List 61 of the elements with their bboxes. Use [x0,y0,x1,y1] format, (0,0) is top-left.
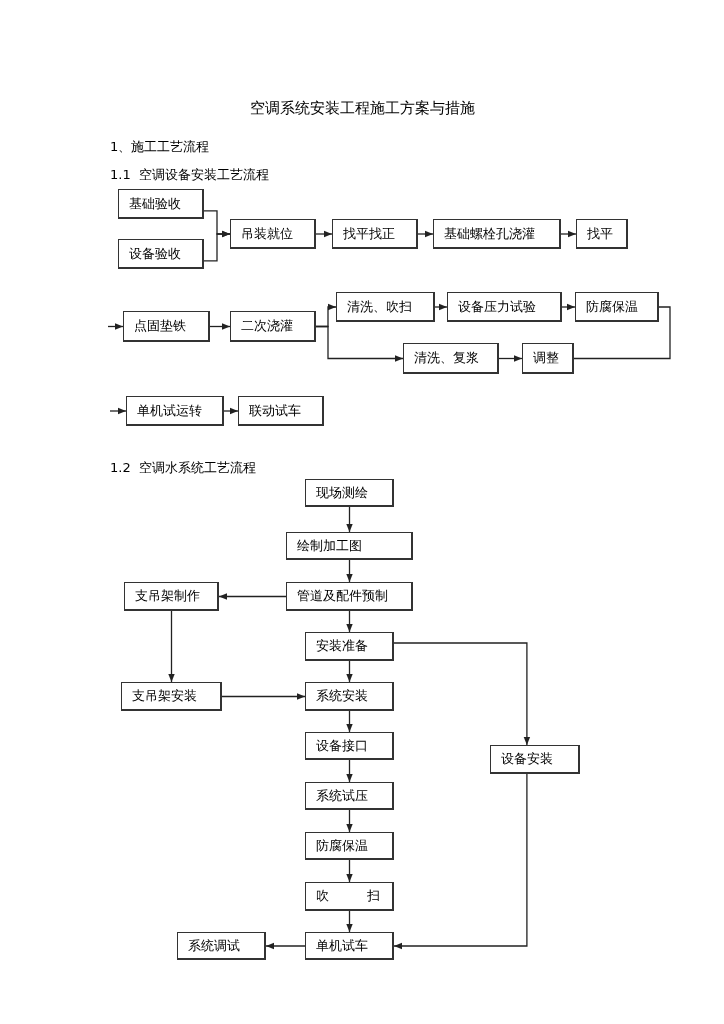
arrow [393,773,528,950]
process-box: 联动试车 [238,396,324,426]
process-box: 绘制加工图 [286,532,413,560]
process-box: 点固垫铁 [123,311,210,342]
connector-line [573,306,671,360]
process-box: 二次浇灌 [230,311,316,342]
process-box: 支吊架制作 [124,582,219,611]
process-box: 防腐保温 [305,832,394,860]
process-box: 清洗、复浆 [403,343,499,374]
process-box: 支吊架安装 [121,682,222,711]
process-box: 设备安装 [490,745,580,774]
arrow [393,642,531,746]
arrow [346,559,353,583]
process-box: 系统安装 [305,682,394,711]
section-heading: 1.1 空调设备安装工艺流程 [110,166,269,184]
arrow [346,809,353,833]
arrow [107,323,124,330]
process-box: 系统试压 [305,782,394,810]
arrow [315,230,333,238]
process-box: 调整 [522,343,574,374]
arrow [346,660,353,683]
arrow [346,759,353,783]
process-box: 基础螺栓孔浇灌 [433,219,561,249]
arrow [346,910,353,933]
arrow [560,230,577,238]
process-box: 系统调试 [177,932,266,960]
process-box: 设备接口 [305,732,394,760]
process-box: 防腐保温 [575,292,659,322]
arrow [498,355,523,362]
arrow [346,710,353,733]
process-box: 吊装就位 [230,219,316,249]
arrow [346,506,353,533]
process-box: 设备压力试验 [447,292,562,322]
arrow [346,610,353,633]
arrow [218,593,287,600]
arrow [221,693,306,700]
arrow [346,859,353,883]
process-box: 清洗、吹扫 [336,292,435,322]
arrow [417,230,434,238]
arrow [315,325,404,362]
process-box: 安装准备 [305,632,394,661]
arrow [203,230,231,262]
arrow [434,303,448,311]
process-box: 设备验收 [118,239,204,269]
process-box: 管道及配件预制 [286,582,413,611]
arrow [209,323,231,330]
process-box: 单机试车 [305,932,394,960]
arrow [265,942,306,950]
arrow [168,610,175,683]
section-heading: 1.2 空调水系统工艺流程 [110,459,256,477]
process-box: 单机试运转 [126,396,224,426]
process-box: 现场测绘 [305,479,394,507]
process-box: 吹 扫 [305,882,394,911]
arrow [109,407,127,415]
process-box: 找平找正 [332,219,418,249]
arrow [223,407,239,415]
process-box: 找平 [576,219,628,249]
arrow [561,303,576,311]
section-heading: 1、施工工艺流程 [110,138,210,156]
process-box: 基础验收 [118,189,204,219]
document-title: 空调系统安装工程施工方案与措施 [248,99,476,118]
